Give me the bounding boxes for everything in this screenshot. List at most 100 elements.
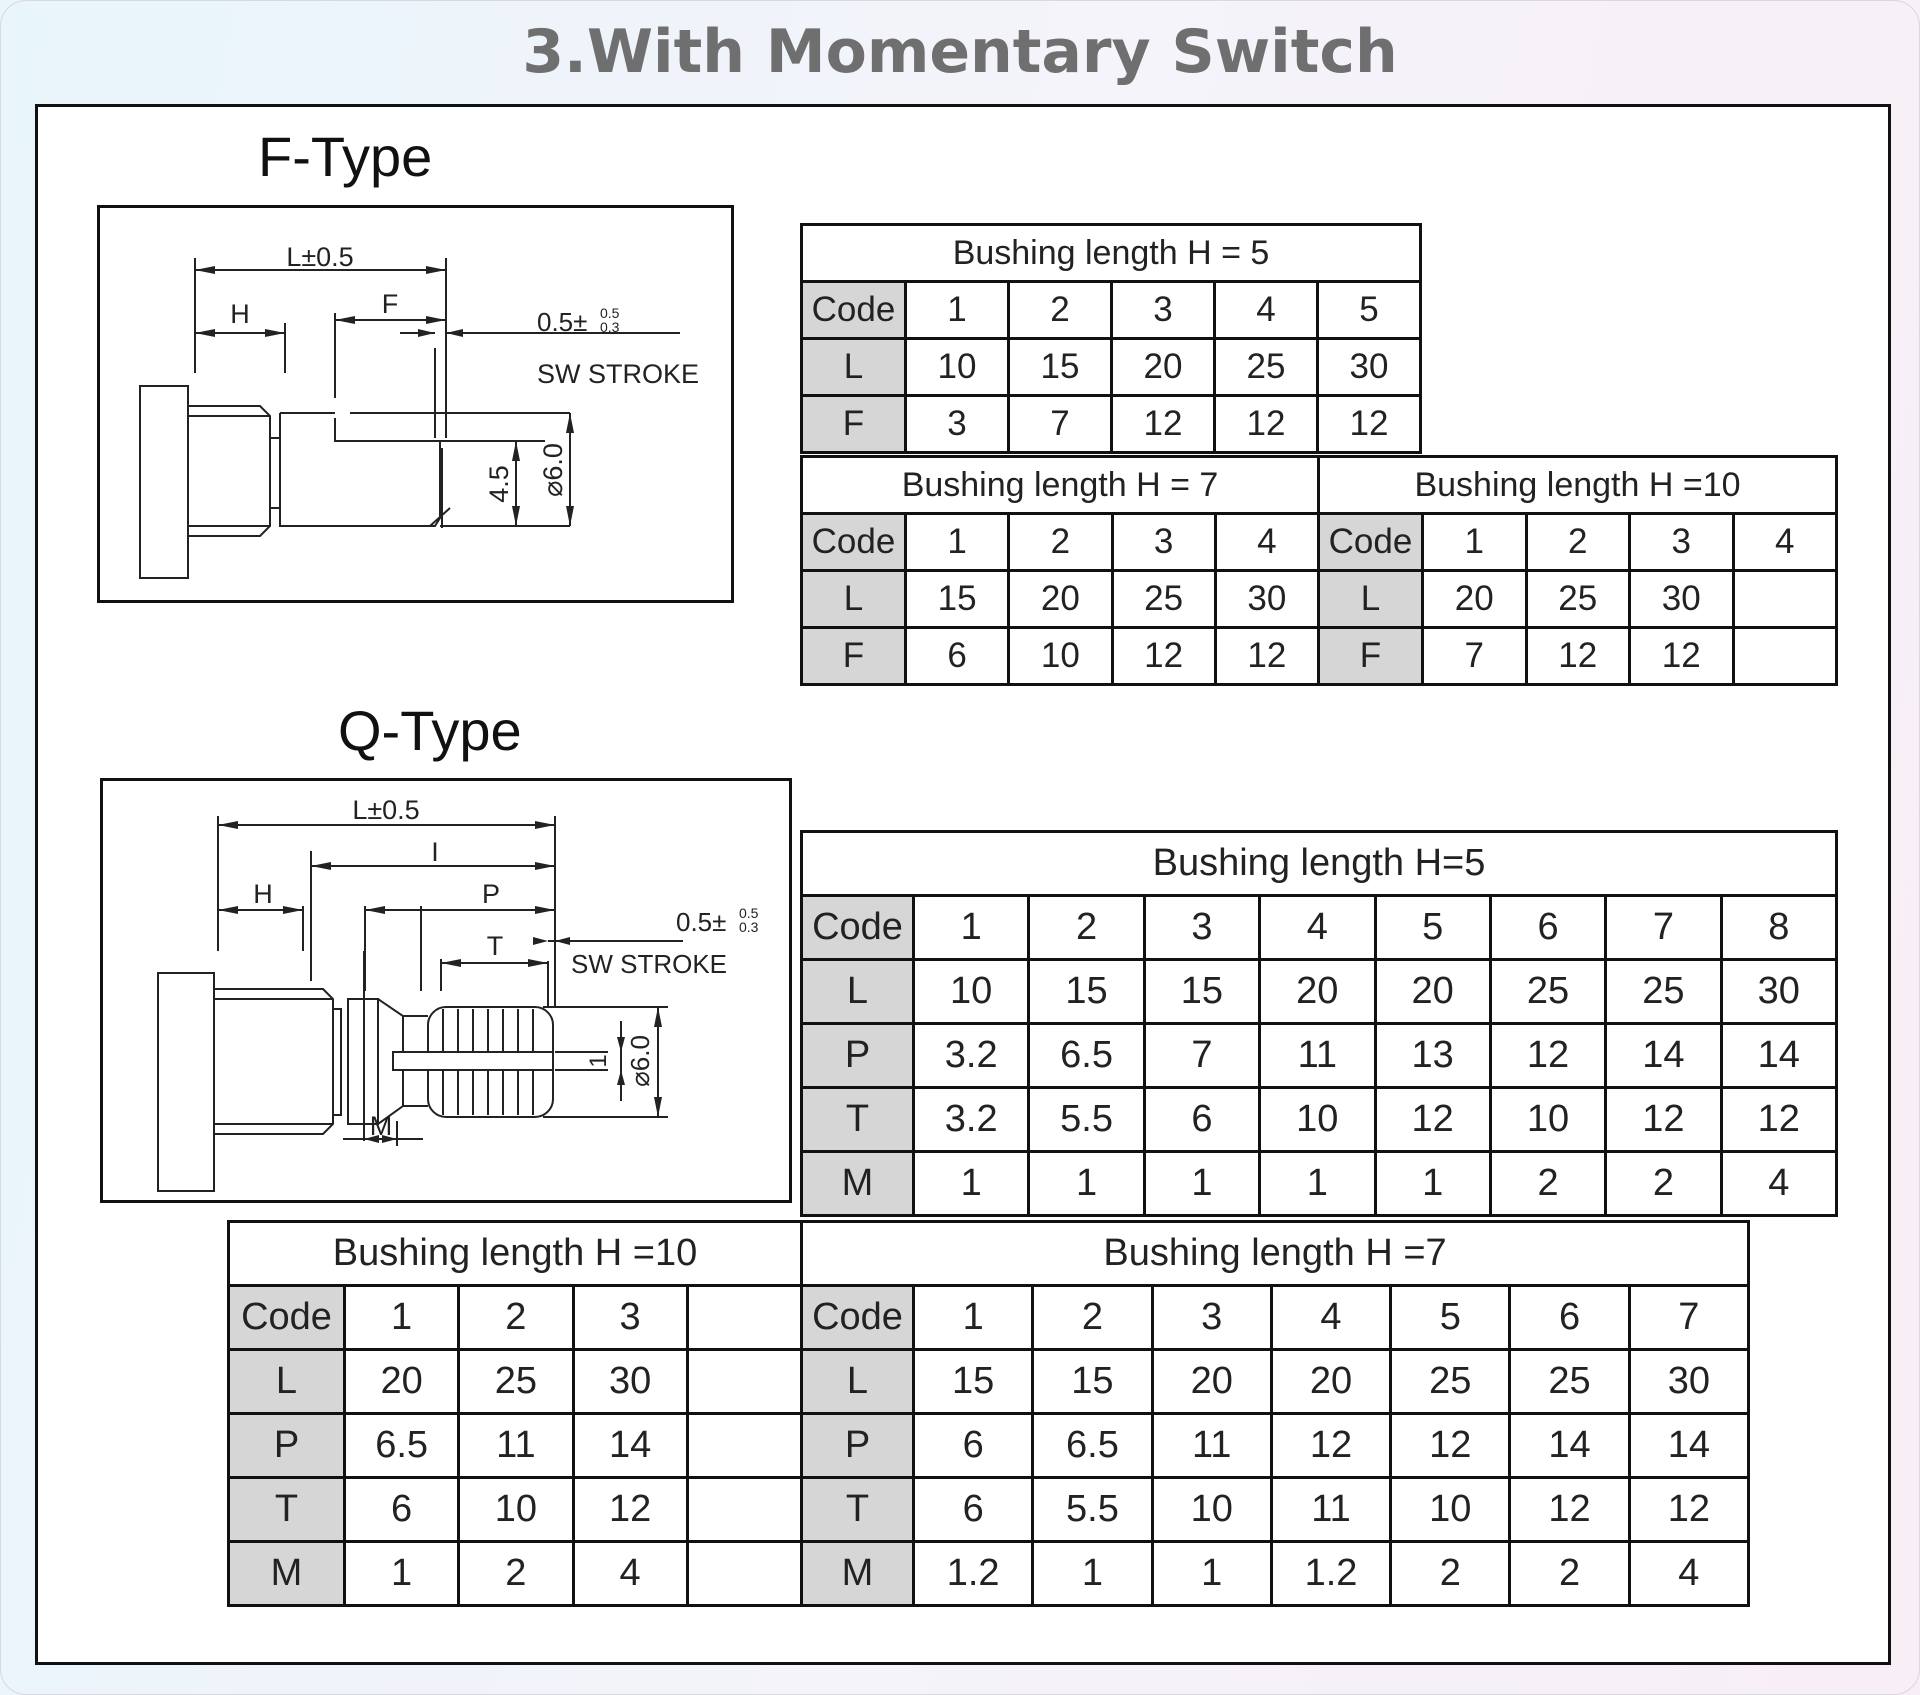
q-stroke-label: SW STROKE xyxy=(571,949,727,979)
q-h10-cell: 1 xyxy=(342,1284,461,1351)
q-h5-cell: 1 xyxy=(1373,1150,1492,1217)
q-h7-cell: 1 xyxy=(1150,1540,1273,1607)
q-h7-cell: 10 xyxy=(1389,1476,1512,1543)
q-h7-cell: 25 xyxy=(1508,1348,1631,1415)
f-h7-row-l: L xyxy=(800,569,907,629)
q-h10-cell: 6.5 xyxy=(342,1412,461,1479)
q-h5-cell: 6 xyxy=(1488,894,1608,961)
q-diameter-label: ⌀6.0 xyxy=(625,1035,655,1087)
f-h5-cell: 1 xyxy=(904,280,1010,340)
q-table-h10: Bushing length H =10 Code 1 2 3 L 20 25 … xyxy=(227,1220,804,1607)
q-h5-cell: 5 xyxy=(1373,894,1492,961)
f-flat-label: F xyxy=(382,289,399,319)
q-h7-cell: 10 xyxy=(1150,1476,1273,1543)
f-table-h5: Bushing length H = 5 Code 1 2 3 4 5 L 10… xyxy=(800,223,1422,454)
q-h5-cell: 12 xyxy=(1373,1086,1492,1153)
q-h10-cell: 2 xyxy=(457,1284,575,1351)
q-inner-label: I xyxy=(431,837,439,867)
q-h10-cell: 30 xyxy=(571,1348,689,1415)
q-h5-cell: 25 xyxy=(1488,958,1608,1025)
q-h5-cell: 1 xyxy=(1258,1150,1377,1217)
q-h10-cell: 12 xyxy=(571,1476,689,1543)
f-bushing xyxy=(188,405,271,537)
q-h7-cell: 2 xyxy=(1508,1540,1631,1607)
f-h10-cell: 30 xyxy=(1628,569,1735,629)
f-h10-cell: 20 xyxy=(1421,569,1528,629)
f-h5-cell: 3 xyxy=(904,394,1010,454)
q-stroke-value: 0.5± xyxy=(676,907,726,937)
q-h5-cell: 11 xyxy=(1258,1022,1377,1089)
f-h10-cell: 2 xyxy=(1524,512,1631,572)
q-bushing-label: H xyxy=(253,879,273,909)
f-stroke-label: SW STROKE xyxy=(537,359,699,389)
f-h5-row-f: F xyxy=(800,394,907,454)
q-h5-cell: 1 xyxy=(911,894,1031,961)
q-length-label: L±0.5 xyxy=(352,795,419,825)
q-stroke-tol-lower: 0.3 xyxy=(739,919,759,935)
f-h5-cell: 12 xyxy=(1213,394,1319,454)
q-h5-cell: 15 xyxy=(1142,958,1262,1025)
f-h7-cell: 25 xyxy=(1110,569,1217,629)
q-h7-cell: 12 xyxy=(1627,1476,1751,1543)
f-h5-cell: 30 xyxy=(1316,337,1422,397)
f-h7-row-code: Code xyxy=(800,512,907,572)
f-h10-row-code: Code xyxy=(1317,512,1424,572)
q-p-label: P xyxy=(482,879,500,909)
q-type-title: Q-Type xyxy=(338,699,522,762)
q-h10-caption: Bushing length H =10 xyxy=(227,1220,803,1287)
q-flange xyxy=(157,972,215,1192)
f-h7-cell: 12 xyxy=(1110,626,1217,686)
q-h7-cell: 1 xyxy=(911,1284,1035,1351)
q-h10-row-t: T xyxy=(227,1476,346,1543)
f-h10-caption: Bushing length H =10 xyxy=(1317,455,1838,515)
q-h5-cell: 6.5 xyxy=(1027,1022,1146,1089)
q-h5-cell: 10 xyxy=(1488,1086,1608,1153)
q-h10-cell: 2 xyxy=(457,1540,575,1607)
q-h5-cell: 25 xyxy=(1604,958,1723,1025)
q-h7-cell: 30 xyxy=(1627,1348,1751,1415)
f-table-h7: Bushing length H = 7 Code 1 2 3 4 L 15 2… xyxy=(800,455,1321,686)
q-h5-cell: 4 xyxy=(1258,894,1377,961)
f-h7-cell: 15 xyxy=(903,569,1011,629)
q-h5-cell: 3 xyxy=(1142,894,1262,961)
f-table-h10: Bushing length H =10 Code 1 2 3 4 L 20 2… xyxy=(1317,455,1838,686)
f-h10-cell: 12 xyxy=(1628,626,1735,686)
q-h10-cell xyxy=(685,1412,804,1479)
q-bushing xyxy=(214,988,334,1135)
q-h7-cell: 1 xyxy=(1031,1540,1154,1607)
f-h7-caption: Bushing length H = 7 xyxy=(800,455,1320,515)
q-h10-cell: 6 xyxy=(342,1476,461,1543)
q-h5-cell: 7 xyxy=(1142,1022,1262,1089)
f-h5-caption: Bushing length H = 5 xyxy=(800,223,1422,283)
f-h10-cell: 4 xyxy=(1731,512,1838,572)
q-h10-cell xyxy=(685,1348,804,1415)
q-h7-cell: 6 xyxy=(911,1412,1035,1479)
f-h5-cell: 2 xyxy=(1007,280,1113,340)
q-h7-cell: 6 xyxy=(1508,1284,1631,1351)
q-h10-cell: 4 xyxy=(571,1540,689,1607)
q-h7-cell: 3 xyxy=(1150,1284,1273,1351)
q-h7-cell: 11 xyxy=(1150,1412,1273,1479)
q-h10-row-p: P xyxy=(227,1412,346,1479)
q-h10-cell xyxy=(685,1540,804,1607)
q-h5-cell: 12 xyxy=(1488,1022,1608,1089)
f-h7-cell: 1 xyxy=(903,512,1011,572)
q-h5-row-p: P xyxy=(800,1022,915,1089)
q-h10-cell: 11 xyxy=(457,1412,575,1479)
q-h10-cell: 3 xyxy=(571,1284,689,1351)
f-type-drawing: L±0.5 H F 0.5± 0.5 0.3 SW STROKE 4.5 ⌀6.… xyxy=(97,205,734,603)
q-h5-row-l: L xyxy=(800,958,915,1025)
f-h7-cell: 10 xyxy=(1007,626,1114,686)
q-h7-cell: 2 xyxy=(1389,1540,1512,1607)
q-h10-cell: 20 xyxy=(342,1348,461,1415)
q-table-h7: Bushing length H =7 Code 1 2 3 4 5 6 7 L… xyxy=(800,1220,1751,1607)
q-h5-cell: 13 xyxy=(1373,1022,1492,1089)
q-h5-caption: Bushing length H=5 xyxy=(800,830,1838,897)
q-h7-cell: 4 xyxy=(1269,1284,1393,1351)
q-h7-cell: 20 xyxy=(1150,1348,1273,1415)
q-h10-cell: 25 xyxy=(457,1348,575,1415)
f-length-label: L±0.5 xyxy=(286,242,353,272)
f-h5-cell: 25 xyxy=(1213,337,1319,397)
q-h7-cell: 7 xyxy=(1627,1284,1751,1351)
f-type-drawing-svg: L±0.5 H F 0.5± 0.5 0.3 SW STROKE 4.5 ⌀6.… xyxy=(139,242,699,579)
